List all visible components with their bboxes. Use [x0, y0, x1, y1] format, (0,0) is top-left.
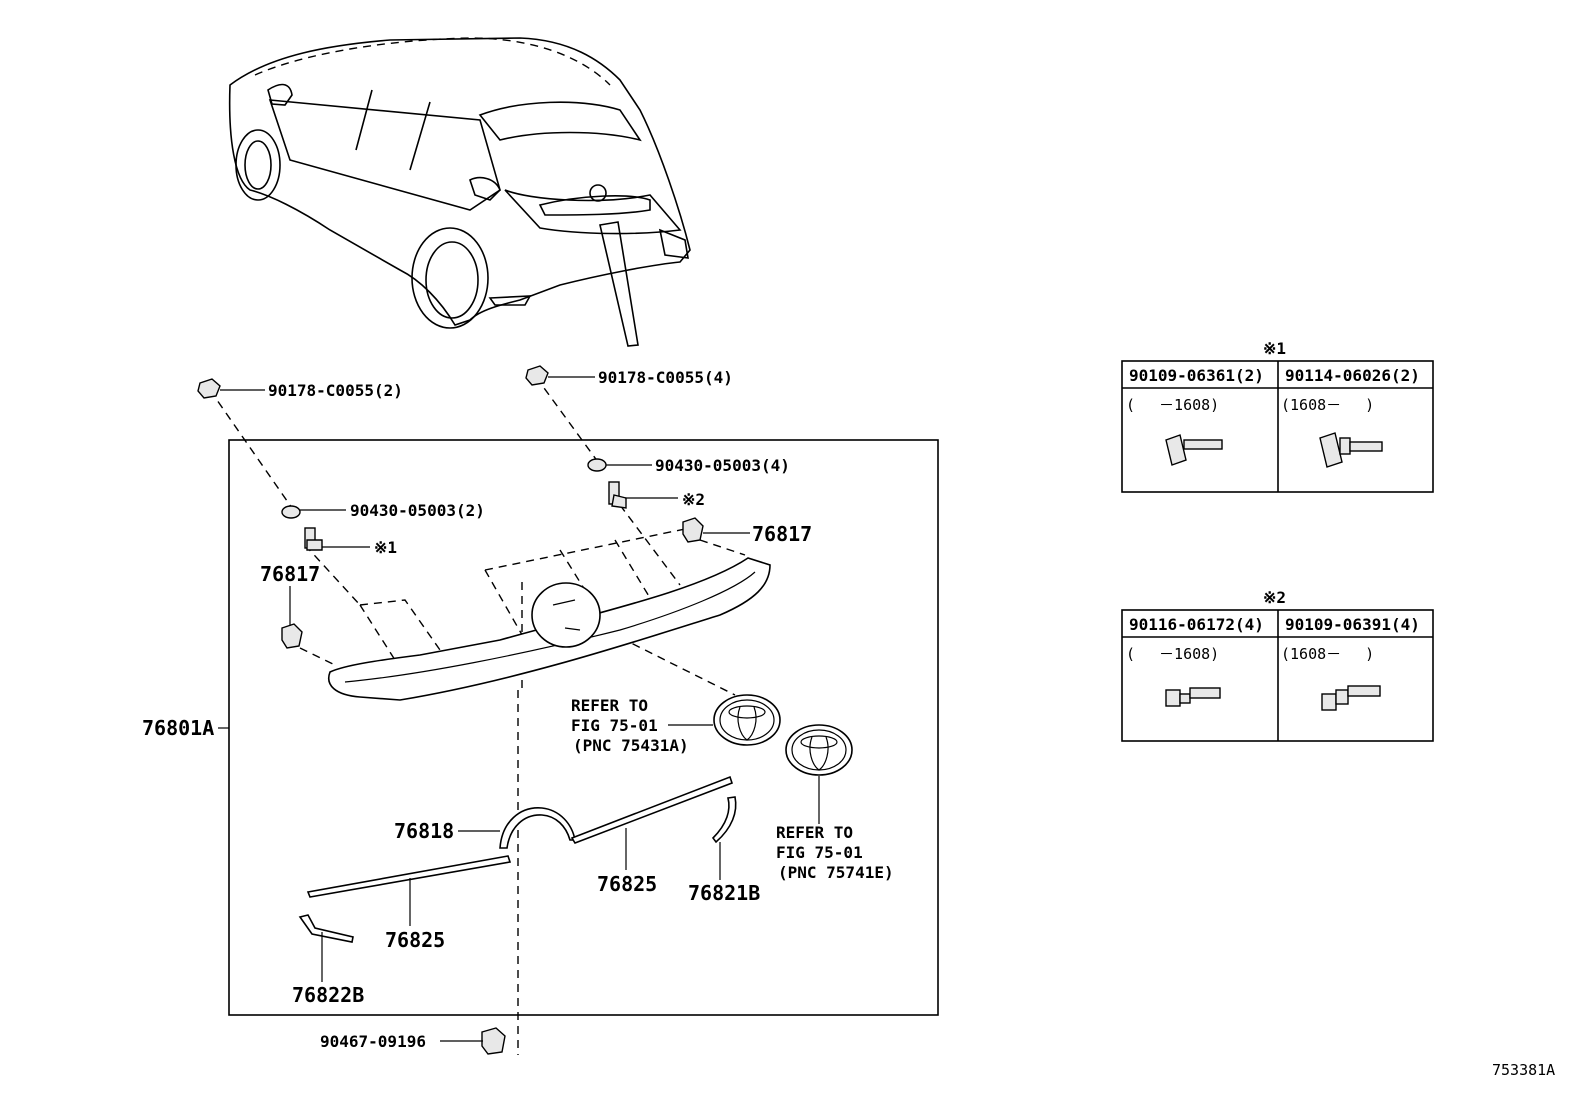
label-washer-left: 90430-05003(2): [350, 501, 485, 520]
dashed-leaders: [209, 376, 746, 1055]
clip-left: [281, 623, 303, 649]
label-assembly: 76801A: [142, 716, 214, 740]
table-2-mark: ※2: [1263, 588, 1286, 607]
table-2-col-2-part: 90109-06391(4): [1285, 615, 1420, 634]
table-1-col-2-part: 90114-06026(2): [1285, 366, 1420, 385]
table-1-col-1-part: 90109-06361(2): [1129, 366, 1264, 385]
moulding-left-end: [298, 914, 354, 943]
label-mark1-callout: ※1: [374, 538, 397, 557]
label-washer-right: 90430-05003(4): [655, 456, 790, 475]
table-2-bolt-1-illustration: [1165, 687, 1221, 707]
label-moulding-arc: 76818: [394, 819, 454, 843]
table-1-mark: ※1: [1263, 339, 1286, 358]
emblem-1: [713, 694, 781, 746]
leader-lines: [218, 376, 820, 1042]
label-emblem-ref-2-line3: (PNC 75741E): [778, 863, 894, 882]
table-1-bolt-1-illustration: [1165, 434, 1223, 466]
nut-right: [525, 365, 549, 386]
rear-garnish: [328, 557, 771, 701]
clip-bottom: [481, 1027, 506, 1055]
label-mark2-callout: ※2: [682, 490, 705, 509]
label-moulding-lower: 76825: [385, 928, 445, 952]
moulding-arc: [499, 807, 576, 849]
bolt-mark2: [608, 481, 627, 509]
bolt-mark1: [304, 527, 323, 551]
label-emblem-ref-1-line1: REFER TO: [571, 696, 648, 715]
clip-right: [682, 517, 704, 543]
emblem-2: [785, 724, 853, 776]
label-nut-right: 90178-C0055(4): [598, 368, 733, 387]
moulding-right-end: [711, 796, 737, 844]
label-emblem-ref-2-line2: FIG 75-01: [776, 843, 863, 862]
table-1-col-2-range: (1608－ ): [1281, 396, 1374, 414]
label-moulding-right-end: 76821B: [688, 881, 760, 905]
label-moulding-left-end: 76822B: [292, 983, 364, 1007]
moulding-lower: [306, 855, 512, 898]
car-illustration: [228, 37, 691, 347]
table-2-col-2-range: (1608－ ): [1281, 645, 1374, 663]
table-2-bolt-2-illustration: [1321, 685, 1381, 711]
moulding-center: [570, 775, 734, 844]
nut-left: [197, 378, 221, 399]
table-1-col-1-range: ( －1608): [1126, 396, 1219, 414]
table-2-col-1-part: 90116-06172(4): [1129, 615, 1264, 634]
figure-id: 753381A: [1492, 1061, 1555, 1079]
label-nut-left: 90178-C0055(2): [268, 381, 403, 400]
label-clip-left: 76817: [260, 562, 320, 586]
label-emblem-ref-2-line1: REFER TO: [776, 823, 853, 842]
label-emblem-ref-1-line2: FIG 75-01: [571, 716, 658, 735]
washer-right: [587, 458, 607, 472]
label-clip-bottom: 90467-09196: [320, 1032, 426, 1051]
variant-table-1: ※1 90109-06361(2) 90114-06026(2) ( －1608…: [1121, 339, 1434, 493]
label-clip-right: 76817: [752, 522, 812, 546]
table-2-col-1-range: ( －1608): [1126, 645, 1219, 663]
table-1-bolt-2-illustration: [1319, 432, 1383, 468]
washer-left: [281, 505, 301, 519]
label-moulding-center: 76825: [597, 872, 657, 896]
label-emblem-ref-1-line3: (PNC 75431A): [573, 736, 689, 755]
variant-table-2: ※2 90116-06172(4) 90109-06391(4) ( －1608…: [1121, 588, 1434, 742]
